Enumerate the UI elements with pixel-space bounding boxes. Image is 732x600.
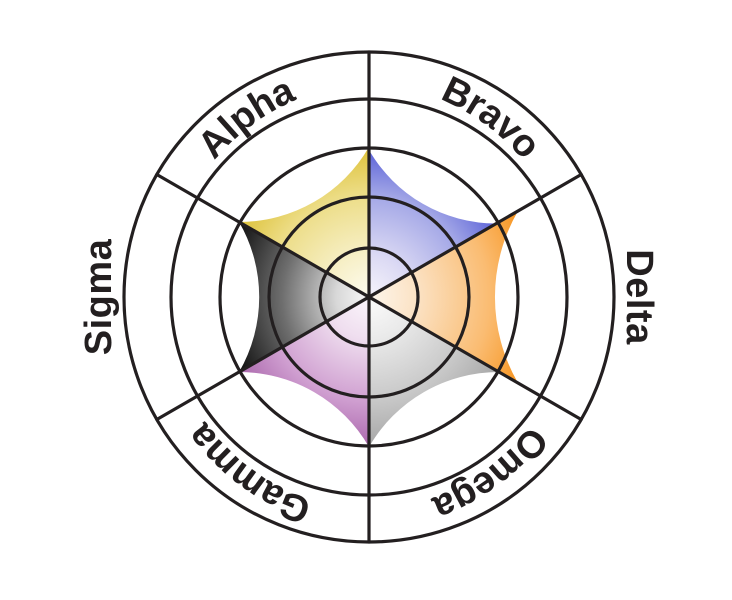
sector-label-delta: Delta	[618, 249, 660, 345]
wedge-sigma[interactable]	[239, 222, 369, 372]
radial-grid-spokes	[155, 50, 583, 544]
spoke-150deg	[155, 172, 583, 422]
sector-label-sigma: Sigma	[78, 238, 120, 355]
wedge-delta[interactable]	[369, 211, 518, 383]
